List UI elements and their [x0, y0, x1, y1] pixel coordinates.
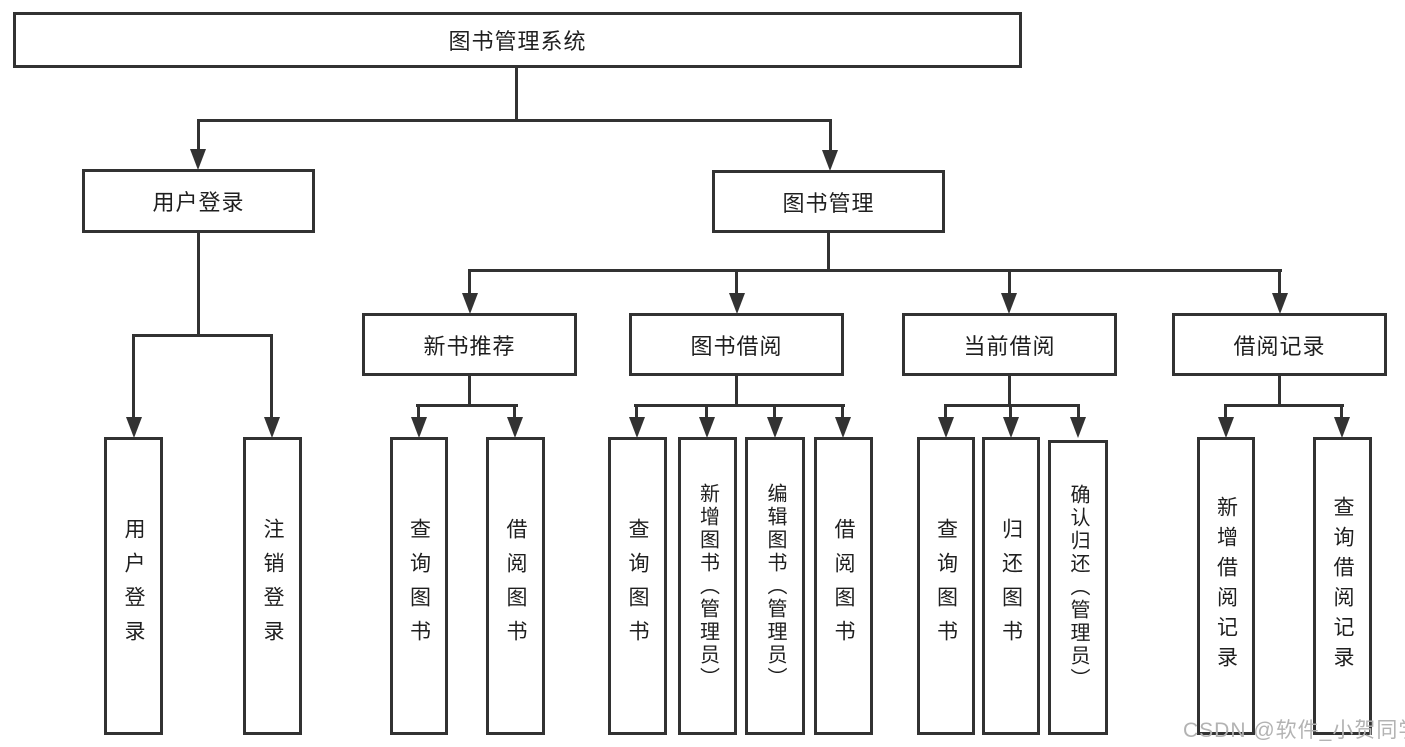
leaf-return-books: 归还图书: [982, 437, 1040, 735]
arrow-down-icon: [190, 149, 206, 170]
arrow-down-icon: [938, 417, 954, 438]
connector-line: [827, 233, 830, 272]
arrow-down-icon: [1001, 293, 1017, 314]
node-new-book-recommend: 新书推荐: [362, 313, 577, 376]
connector-line: [197, 233, 200, 336]
leaf-label: 借阅图书: [832, 518, 855, 654]
connector-line: [1224, 404, 1344, 407]
connector-line: [841, 406, 844, 419]
leaf-label: 借阅图书: [504, 518, 527, 654]
connector-line: [705, 406, 708, 419]
node-book-borrow: 图书借阅: [629, 313, 844, 376]
arrow-down-icon: [629, 417, 645, 438]
connector-line: [1278, 376, 1281, 406]
node-borrow-records: 借阅记录: [1172, 313, 1387, 376]
connector-line: [1224, 406, 1227, 419]
leaf-label: 查询借阅记录: [1331, 496, 1354, 676]
connector-line: [944, 406, 947, 419]
arrow-down-icon: [835, 417, 851, 438]
leaf-query-borrow-record: 查询借阅记录: [1313, 437, 1372, 735]
node-current-borrow: 当前借阅: [902, 313, 1117, 376]
arrow-down-icon: [729, 293, 745, 314]
arrow-down-icon: [411, 417, 427, 438]
connector-line: [132, 336, 135, 419]
connector-line: [468, 269, 1282, 272]
leaf-add-books-admin: 新增图书（管理员）: [678, 437, 737, 735]
connector-line: [417, 406, 420, 419]
connector-line: [735, 376, 738, 406]
connector-line: [735, 271, 738, 296]
watermark: CSDN @软件_小贺同学: [1183, 719, 1405, 742]
node-user-login: 用户登录: [82, 169, 315, 233]
leaf-label: 新增图书（管理员）: [696, 482, 719, 690]
leaf-logout: 注销登录: [243, 437, 302, 735]
leaf-confirm-return-admin: 确认归还（管理员）: [1048, 440, 1108, 735]
connector-line: [635, 406, 638, 419]
arrow-down-icon: [507, 417, 523, 438]
connector-line: [1008, 376, 1011, 406]
connector-line: [944, 404, 1080, 407]
leaf-user-login-label: 用户登录: [122, 518, 145, 654]
leaf-label: 查询图书: [626, 518, 649, 654]
leaf-label: 查询图书: [407, 518, 431, 654]
connector-line: [513, 406, 516, 419]
connector-line: [829, 120, 832, 153]
leaf-add-borrow-record: 新增借阅记录: [1197, 437, 1255, 735]
leaf-label: 编辑图书（管理员）: [764, 482, 786, 690]
leaf-label: 查询图书: [934, 518, 958, 654]
connector-line: [468, 376, 471, 406]
leaf-label: 归还图书: [999, 518, 1023, 654]
arrow-down-icon: [1070, 417, 1086, 438]
connector-line: [270, 336, 273, 419]
leaf-user-login: 用户登录: [104, 437, 163, 735]
connector-line: [515, 68, 518, 120]
arrow-down-icon: [1272, 293, 1288, 314]
connector-line: [132, 334, 273, 337]
arrow-down-icon: [1003, 417, 1019, 438]
connector-line: [197, 120, 200, 152]
node-library-management-system: 图书管理系统: [13, 12, 1022, 68]
node-book-management: 图书管理: [712, 170, 945, 233]
leaf-logout-label: 注销登录: [261, 518, 284, 654]
connector-line: [1278, 271, 1281, 296]
connector-line: [773, 406, 776, 419]
leaf-query-books-recommend: 查询图书: [390, 437, 448, 735]
arrow-down-icon: [822, 150, 838, 171]
leaf-borrow-books-recommend: 借阅图书: [486, 437, 545, 735]
connector-line: [634, 404, 845, 407]
connector-line: [416, 404, 518, 407]
leaf-query-books-current: 查询图书: [917, 437, 975, 735]
connector-line: [1077, 406, 1080, 419]
leaf-label: 新增借阅记录: [1214, 496, 1238, 676]
connector-line: [1340, 406, 1343, 419]
arrow-down-icon: [462, 293, 478, 314]
arrow-down-icon: [699, 417, 715, 438]
arrow-down-icon: [1334, 417, 1350, 438]
arrow-down-icon: [1218, 417, 1234, 438]
arrow-down-icon: [126, 417, 142, 438]
connector-line: [1008, 271, 1011, 296]
leaf-query-books-borrow: 查询图书: [608, 437, 667, 735]
connector-line: [197, 119, 832, 122]
arrow-down-icon: [767, 417, 783, 438]
leaf-label: 确认归还（管理员）: [1067, 484, 1089, 691]
connector-line: [1009, 406, 1012, 419]
connector-line: [468, 271, 471, 296]
arrow-down-icon: [264, 417, 280, 438]
leaf-borrow-books: 借阅图书: [814, 437, 873, 735]
leaf-edit-books-admin: 编辑图书（管理员）: [745, 437, 805, 735]
